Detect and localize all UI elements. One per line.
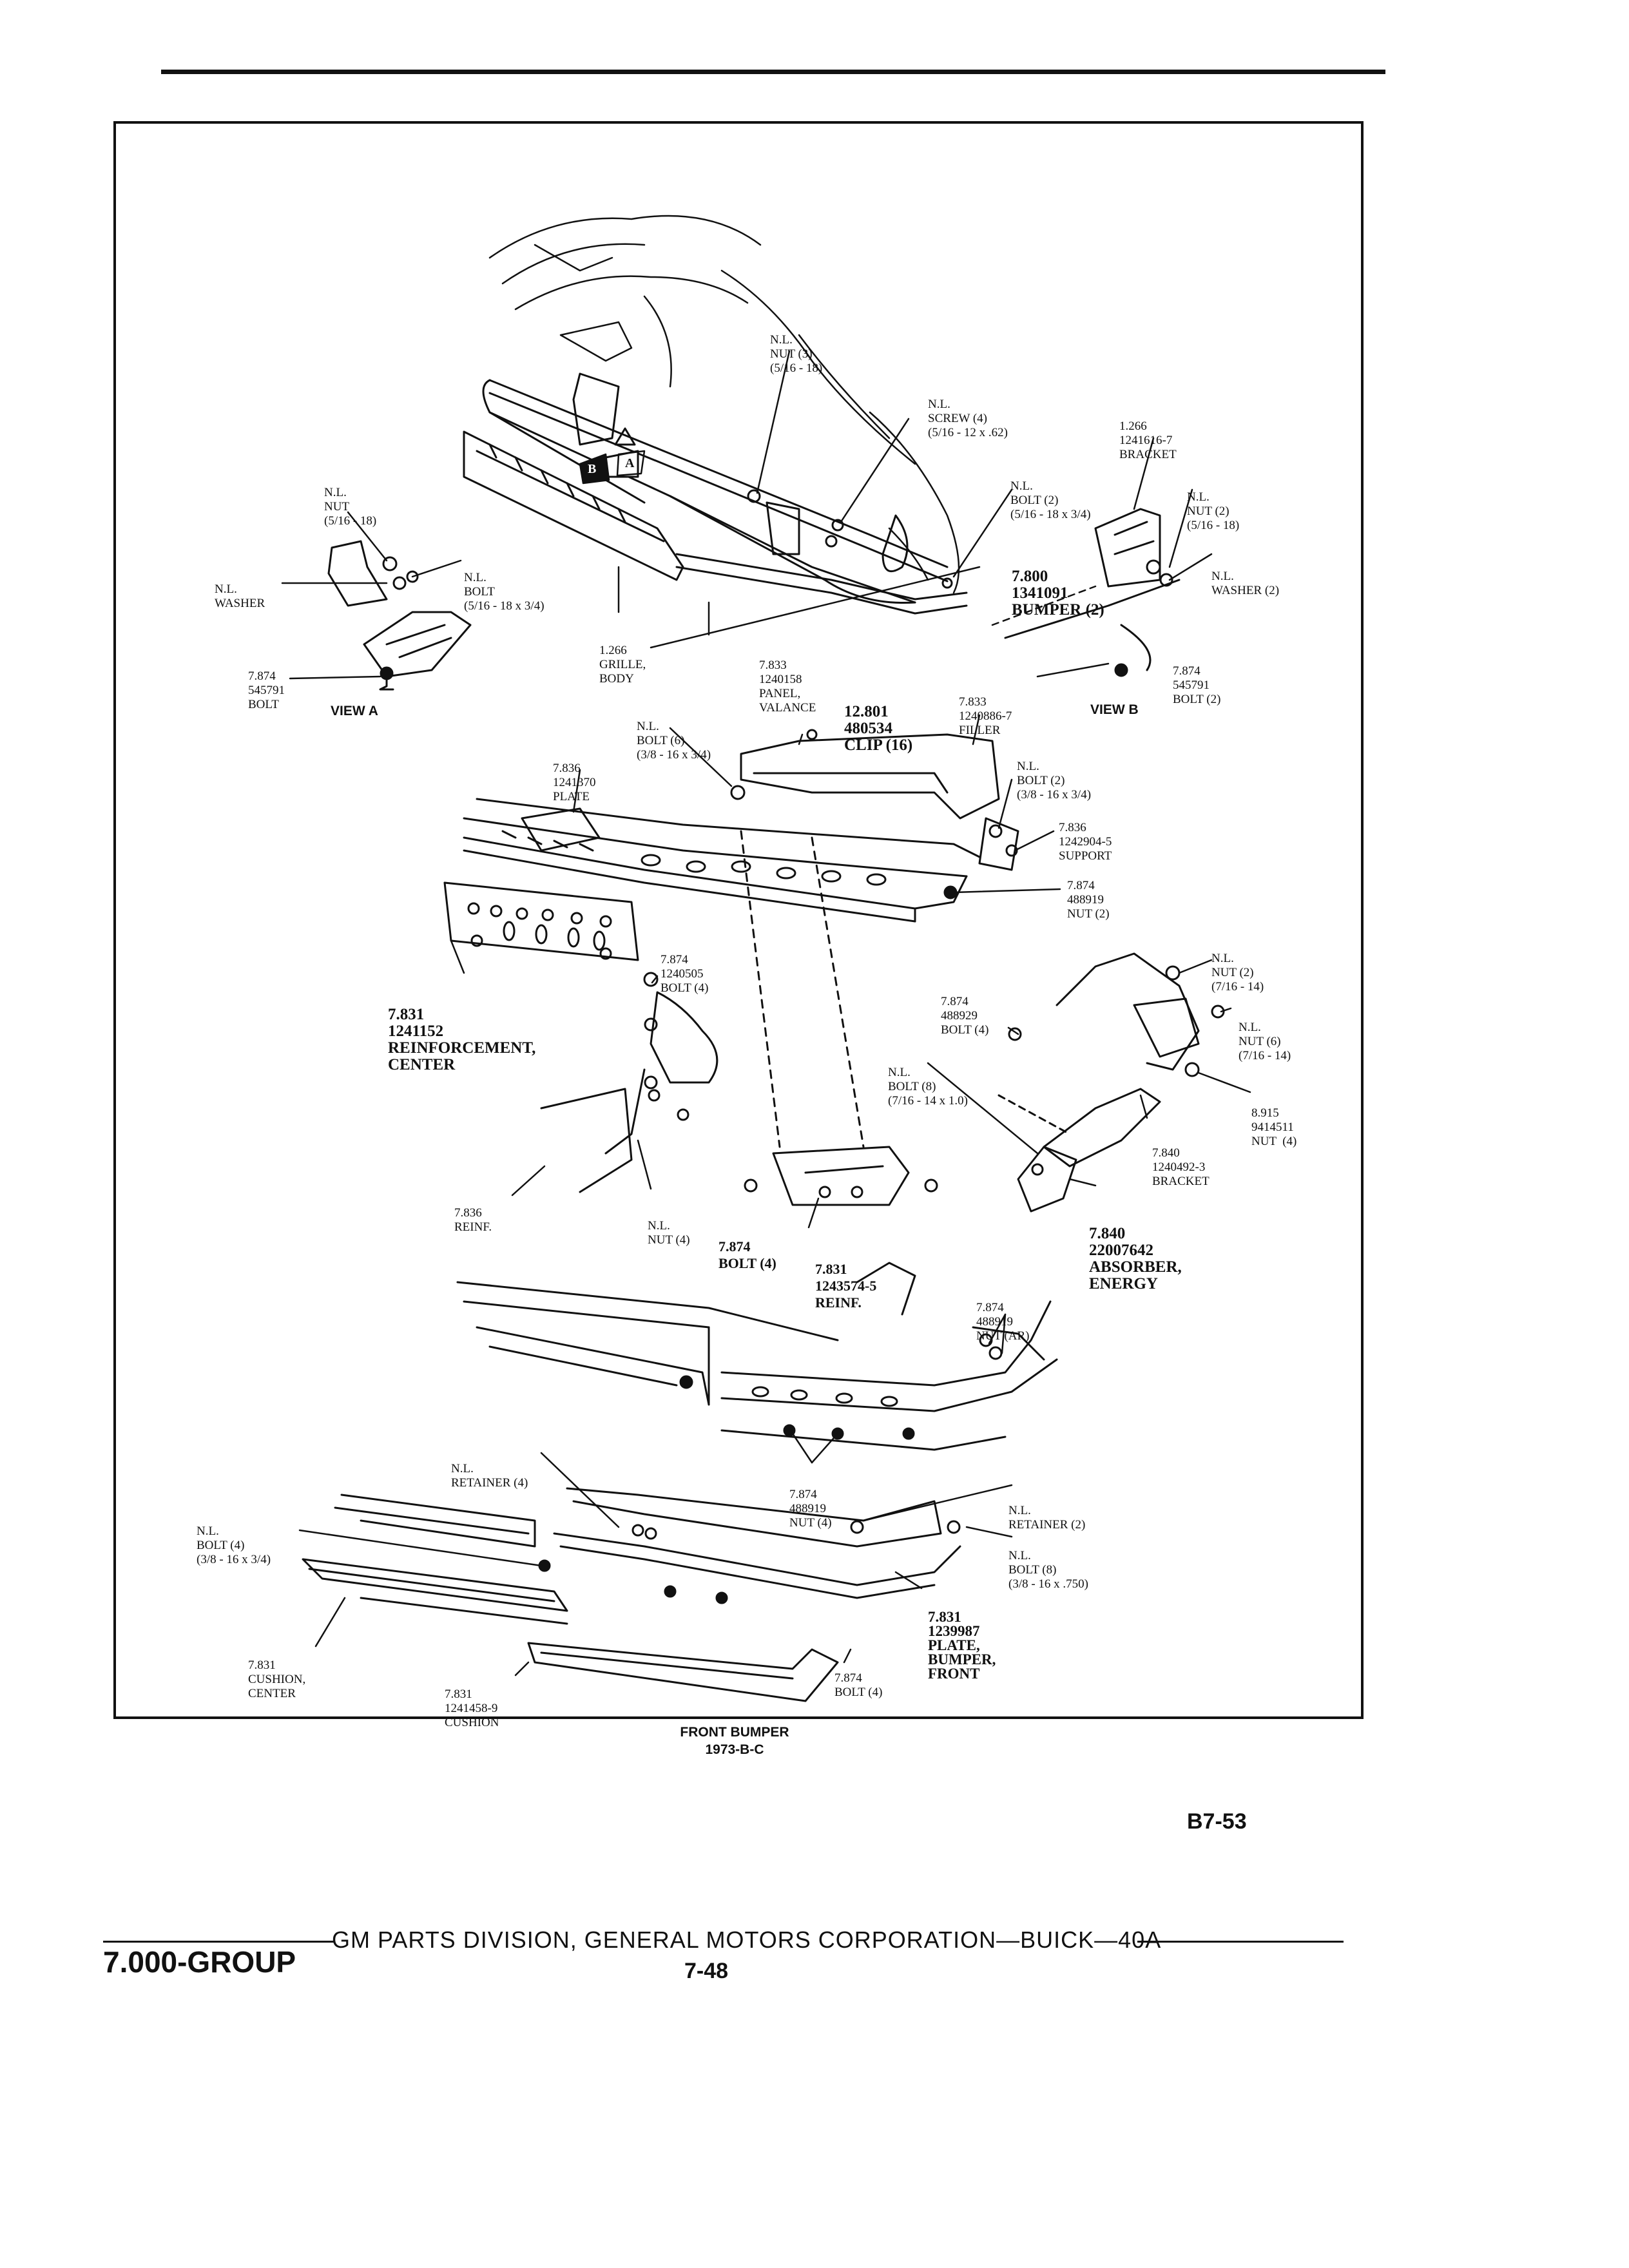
callout-b-letter: B bbox=[588, 462, 597, 476]
label-bolt8-716: N.L.BOLT (8)(7/16 - 14 x 1.0) bbox=[888, 1066, 969, 1108]
label-retainer4: N.L.RETAINER (4) bbox=[451, 1462, 528, 1490]
footer-page-number: 7-48 bbox=[684, 1959, 729, 1983]
label-bolt2-top: N.L.BOLT (2)(5/16 - 18 x 3/4) bbox=[1010, 479, 1091, 521]
center-reinf-art bbox=[740, 830, 938, 1206]
view-b-title: VIEW B bbox=[1090, 702, 1139, 717]
page-identifier: B7-53 bbox=[1187, 1809, 1247, 1834]
top-rule bbox=[161, 70, 1385, 74]
label-washer2-view-b: N.L.WASHER (2) bbox=[1211, 570, 1280, 597]
top-brackets-art bbox=[572, 372, 953, 589]
label-washer-view-a: N.L.WASHER bbox=[215, 582, 265, 610]
front-end-sheetmetal-art bbox=[488, 215, 960, 594]
label-nut3: N.L.NUT (3)(5/16 - 18) bbox=[770, 333, 823, 375]
diagram-frame bbox=[113, 121, 1364, 1719]
left-bumper-piece-art bbox=[302, 1494, 568, 1612]
callout-a-letter: A bbox=[625, 456, 635, 470]
label-bolt4-38: N.L.BOLT (4)(3/8 - 16 x 3/4) bbox=[197, 1524, 271, 1566]
lower-frame-art bbox=[456, 1262, 1058, 1451]
label-nut4: N.L.NUT (4) bbox=[648, 1219, 690, 1247]
label-bolt2-mid: N.L.BOLT (2)(3/8 - 16 x 3/4) bbox=[1017, 760, 1092, 802]
upper-bumper-bar-art bbox=[482, 379, 949, 604]
figure-caption: FRONT BUMPER 1973-B-C bbox=[644, 1724, 825, 1758]
view-a-art bbox=[327, 540, 472, 691]
label-nut6: N.L.NUT (6)(7/16 - 14) bbox=[1239, 1021, 1291, 1062]
grille-art bbox=[463, 430, 684, 581]
label-retainer2: N.L.RETAINER (2) bbox=[1008, 1504, 1086, 1532]
leader-lines bbox=[281, 350, 1251, 1677]
label-bolt6: N.L.BOLT (6)(3/8 - 16 x 3/4) bbox=[637, 720, 711, 762]
label-bolt-view-a: N.L.BOLT(5/16 - 18 x 3/4) bbox=[464, 571, 545, 613]
footer-rule-right bbox=[1137, 1941, 1344, 1943]
reinforcement-bar-art bbox=[463, 798, 981, 923]
bumper-plate-front-art bbox=[553, 1487, 961, 1604]
view-a-title: VIEW A bbox=[331, 704, 378, 718]
label-nut2-716: N.L.NUT (2)(7/16 - 14) bbox=[1211, 952, 1264, 994]
caption-subtitle: 1973-B-C bbox=[705, 1742, 764, 1757]
valance-panel-art bbox=[675, 553, 968, 615]
label-bolt8-38: N.L.BOLT (8)(3/8 - 16 x .750) bbox=[1008, 1549, 1089, 1591]
label-nut2-view-b: N.L.NUT (2)(5/16 - 18) bbox=[1187, 490, 1240, 532]
footer-rule-left bbox=[103, 1941, 335, 1943]
cushions-art bbox=[360, 1597, 839, 1702]
label-screw4: N.L.SCREW (4)(5/16 - 12 x .62) bbox=[928, 398, 1008, 439]
energy-absorber-art bbox=[998, 952, 1225, 1213]
reinforcement-center-art bbox=[443, 881, 639, 961]
caption-title: FRONT BUMPER bbox=[680, 1725, 789, 1740]
left-reinf-bracket-art bbox=[540, 972, 718, 1193]
footer-publisher: GM PARTS DIVISION, GENERAL MOTORS CORPOR… bbox=[332, 1927, 1162, 1953]
label-nut-view-a: N.L.NUT(5/16 - 18) bbox=[324, 486, 377, 528]
view-b-art bbox=[1004, 508, 1181, 677]
callout-markers bbox=[579, 450, 646, 485]
plate-filler-art bbox=[521, 729, 1019, 899]
footer-group: 7.000-GROUP bbox=[103, 1945, 296, 1979]
